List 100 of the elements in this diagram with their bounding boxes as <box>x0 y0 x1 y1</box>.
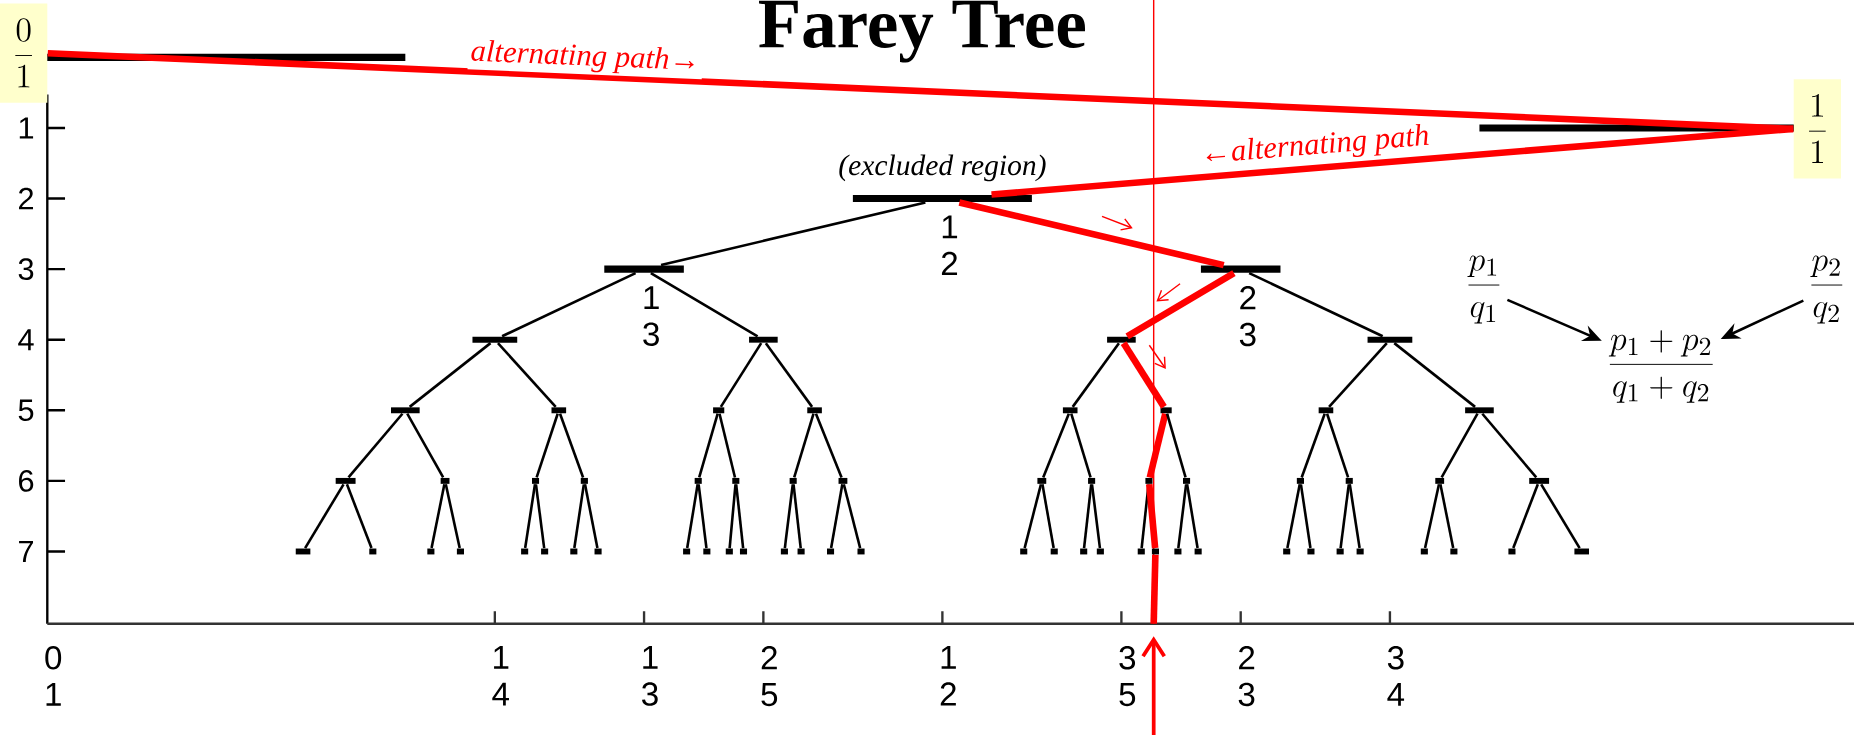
bar <box>703 548 711 555</box>
connector <box>685 483 699 549</box>
connector <box>1082 483 1093 548</box>
bar <box>739 548 748 555</box>
connector <box>719 342 763 408</box>
bar <box>456 548 464 555</box>
bar <box>732 477 740 484</box>
bar <box>1283 548 1291 555</box>
connector <box>1339 483 1351 548</box>
bar <box>472 336 518 343</box>
bar <box>857 548 865 555</box>
bar <box>725 548 733 555</box>
bar <box>594 548 602 555</box>
bar <box>541 548 549 555</box>
tick-label: 2 3 <box>1238 645 1255 706</box>
connector <box>1165 413 1187 478</box>
connector <box>1299 483 1312 549</box>
connector <box>660 201 926 267</box>
connector <box>1348 483 1361 549</box>
tick-label: 3 4 <box>1387 645 1405 706</box>
bar <box>1174 548 1182 555</box>
fraction-label: 1 3 <box>643 285 659 346</box>
connector <box>650 271 759 338</box>
bar <box>1183 477 1191 484</box>
tick-label: 1 2 <box>940 645 956 706</box>
bar <box>1529 477 1550 484</box>
title: Farey Tree <box>759 0 1085 63</box>
bar <box>1296 477 1304 484</box>
tick-label: 2 5 <box>761 645 778 706</box>
connector <box>501 271 637 338</box>
connector <box>523 483 537 549</box>
bar <box>713 407 725 414</box>
connector <box>1177 483 1188 548</box>
bar <box>1450 548 1458 555</box>
connector <box>1150 554 1159 624</box>
bar <box>1080 548 1088 555</box>
tick-label: 7 <box>19 540 33 562</box>
bar <box>440 477 450 484</box>
tick-label: 4 <box>18 328 34 351</box>
connector <box>1439 483 1455 549</box>
connector <box>792 483 802 548</box>
connector <box>734 483 745 548</box>
bar <box>838 477 848 484</box>
tick-label: 3 5 <box>1119 645 1136 706</box>
bar <box>1194 548 1202 555</box>
connector <box>1325 413 1350 478</box>
connector <box>558 413 585 478</box>
connector <box>697 413 719 478</box>
connector <box>718 413 737 478</box>
bar <box>1088 477 1096 484</box>
fraction-label: 2 3 <box>1239 285 1256 347</box>
bar <box>1336 548 1344 555</box>
tick-label: 0 1 <box>45 645 62 706</box>
connector <box>497 342 557 408</box>
bar <box>1137 548 1145 555</box>
bar <box>570 548 578 555</box>
connector <box>1328 342 1388 408</box>
connector <box>345 483 373 549</box>
bar <box>1307 548 1315 555</box>
bar <box>1151 548 1159 555</box>
tick-label: 5 <box>18 399 34 421</box>
connector <box>728 484 737 548</box>
bar <box>369 548 377 555</box>
fraction-box: $\frac{0}{1}$ <box>0 3 48 103</box>
bar <box>47 53 406 61</box>
fraction-label: 1 2 <box>941 215 958 275</box>
connector <box>1023 483 1043 549</box>
bar <box>521 548 529 555</box>
bar <box>1062 407 1078 414</box>
bar <box>827 548 835 555</box>
connector <box>47 49 1794 132</box>
connector <box>991 125 1794 198</box>
bar <box>531 477 540 484</box>
formula: $\frac{p_2}{q_2}$ <box>1810 255 1843 324</box>
bar <box>1037 477 1047 484</box>
connector <box>764 342 814 408</box>
connector <box>1185 483 1199 549</box>
bar <box>335 477 356 484</box>
bar <box>1508 548 1516 555</box>
formula: $\frac{p_1+p_2}{q_1+q_2}$ <box>1608 330 1713 403</box>
tick-label: 6 <box>19 469 34 492</box>
connector <box>1125 270 1236 339</box>
connector <box>1481 412 1538 479</box>
tick-label: 1 <box>19 117 34 139</box>
bar <box>780 548 788 555</box>
bar <box>1367 336 1413 343</box>
connector <box>1146 412 1169 478</box>
connector <box>783 483 795 548</box>
connector <box>430 483 446 549</box>
connector <box>814 413 843 478</box>
connector <box>573 483 586 549</box>
edge-label: alternating path→ <box>467 36 704 79</box>
connector <box>583 483 599 549</box>
bar <box>1107 336 1136 343</box>
bar <box>1160 407 1172 414</box>
bar <box>1479 124 1795 132</box>
connector <box>534 483 546 548</box>
bar <box>1050 548 1058 555</box>
connector <box>1248 271 1384 338</box>
connector <box>408 341 492 408</box>
